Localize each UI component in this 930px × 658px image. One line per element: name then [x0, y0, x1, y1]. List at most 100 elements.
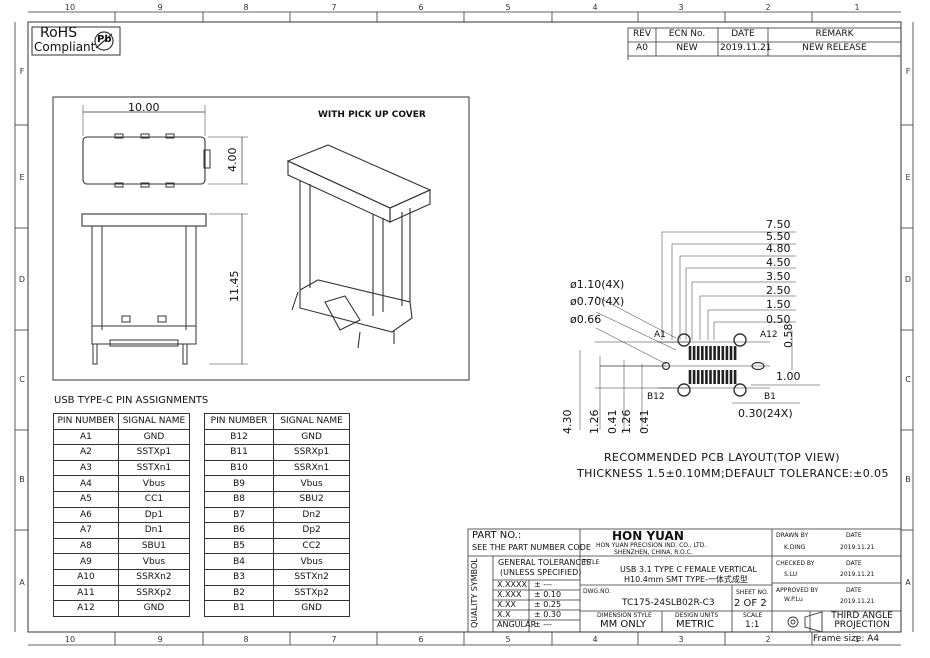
approved-by-value: W.P.Lu [784, 596, 803, 603]
pcb-dim-top: 0.50 [766, 313, 791, 326]
tolerance-format: ANGULAR [497, 620, 537, 629]
signal-name-cell: Vbus [273, 475, 350, 492]
sheet-no-label: SHEET NO. [736, 589, 769, 596]
signal-name-cell: SBU2 [273, 490, 350, 508]
approved-by-label: APPROVED BY [776, 587, 819, 594]
pin-number-cell: B9 [203, 475, 275, 492]
pcb-dim-top: 4.50 [766, 256, 791, 269]
pcb-pad [733, 370, 737, 384]
pin-number-cell: A9 [53, 553, 119, 570]
pick-up-cover-label: WITH PICK UP COVER [318, 110, 426, 120]
pcb-dim-bottom: 0.41 [606, 409, 619, 435]
pcb-pad [717, 370, 720, 384]
pin-number-cell: A1 [53, 428, 119, 446]
signal-name-cell: GND [273, 428, 350, 446]
pcb-pad [701, 370, 704, 384]
zone-col-9-top: 9 [157, 3, 163, 12]
pin-number-cell: A5 [53, 490, 119, 508]
pin-number-cell: A8 [53, 537, 119, 555]
design-units-value: METRIC [676, 619, 714, 630]
pin-table-header: PIN NUMBER [53, 413, 119, 430]
pcb-pad [705, 346, 708, 360]
pin-label-b1: B1 [764, 392, 776, 402]
pin-number-cell: B8 [203, 490, 275, 508]
pcb-pad [709, 370, 712, 384]
zone-col-7-bottom: 7 [331, 635, 337, 644]
zone-row-A-right: A [905, 578, 911, 587]
rev-cell: NEW [676, 43, 698, 53]
scale-label: SCALE [743, 612, 763, 619]
approved-date-value: 2019.11.21 [840, 598, 875, 605]
pin-number-cell: B12 [203, 428, 275, 446]
signal-name-cell: Vbus [117, 553, 191, 570]
pcb-hole-center [661, 361, 671, 371]
pin-number-cell: A7 [53, 522, 119, 539]
pcb-dim-top: 5.50 [766, 230, 791, 243]
design-units-label: DESIGN UNITS [675, 612, 719, 619]
pcb-hole-label: ø0.70(4X) [570, 295, 625, 308]
tolerance-value: ± 0.25 [534, 600, 562, 609]
pcb-pad [705, 370, 708, 384]
third-angle-projection-icon [787, 611, 823, 633]
rev-cell: 2019.11.21 [720, 43, 772, 53]
pin-table-header: SIGNAL NAME [273, 413, 350, 430]
pcb-pad [692, 346, 696, 360]
signal-name-cell: SSRXn1 [273, 459, 350, 477]
zone-col-5-bottom: 5 [505, 635, 511, 644]
pcb-pad [729, 346, 733, 360]
zone-col-3-bottom: 3 [678, 635, 684, 644]
unless-specified-label: (UNLESS SPECIFIED) [500, 568, 582, 577]
part-no-value: SEE THE PART NUMBER CODE [472, 543, 591, 552]
tolerance-value: ± 0.10 [534, 590, 562, 599]
drawn-by-value: K.DING [784, 544, 806, 551]
zone-col-10-bottom: 10 [64, 635, 76, 644]
approved-date-label: DATE [846, 587, 862, 594]
company-full-name: HON YUAN PRECISION IND. CO., LTD. [596, 542, 707, 549]
signal-name-cell: Dp1 [117, 506, 191, 524]
pcb-thickness-note: THICKNESS 1.5±0.10MM;DEFAULT TOLERANCE:±… [577, 467, 889, 480]
pin-number-cell: B2 [203, 584, 275, 602]
zone-row-E-left: E [19, 173, 25, 182]
rohs-compliant-label: Compliant [34, 40, 96, 54]
no-lead-icon [94, 31, 114, 51]
zone-col-7-top: 7 [331, 3, 337, 12]
revision-table-lines [627, 27, 902, 60]
pcb-dim-bottom: 0.41 [638, 409, 651, 435]
connector-top-view [82, 136, 206, 185]
pcb-dim-pitch: 0.30(24X) [738, 407, 793, 420]
signal-name-cell: SSTXn1 [117, 459, 191, 477]
zone-col-6-bottom: 6 [418, 635, 424, 644]
dwg-no-label: DWG.NO. [583, 588, 611, 595]
pcb-hole-label: ø1.10(4X) [570, 278, 625, 291]
pcb-dim-top: 2.50 [766, 284, 791, 297]
pin-number-cell: A2 [53, 444, 119, 461]
company-address: SHENZHEN, CHINA, R.O.C. [614, 549, 693, 556]
pin-number-cell: A3 [53, 459, 119, 477]
pcb-caption: RECOMMENDED PCB LAYOUT(TOP VIEW) [604, 451, 840, 464]
signal-name-cell: SSRXp1 [273, 444, 350, 461]
tolerance-format: X.XXX [497, 590, 522, 599]
dim-top-height: 4.00 [226, 147, 239, 173]
signal-name-cell: SSRXn2 [117, 568, 191, 586]
pin-number-cell: B7 [203, 506, 275, 524]
pin-number-cell: B11 [203, 444, 275, 461]
pcb-pad [725, 346, 729, 360]
pcb-pad [692, 370, 696, 384]
title-label: TITLE [583, 559, 600, 566]
zone-row-E-right: E [905, 173, 911, 182]
projection-label: THIRD ANGLE PROJECTION [831, 611, 893, 630]
zone-col-1-bottom: 1 [854, 635, 860, 644]
